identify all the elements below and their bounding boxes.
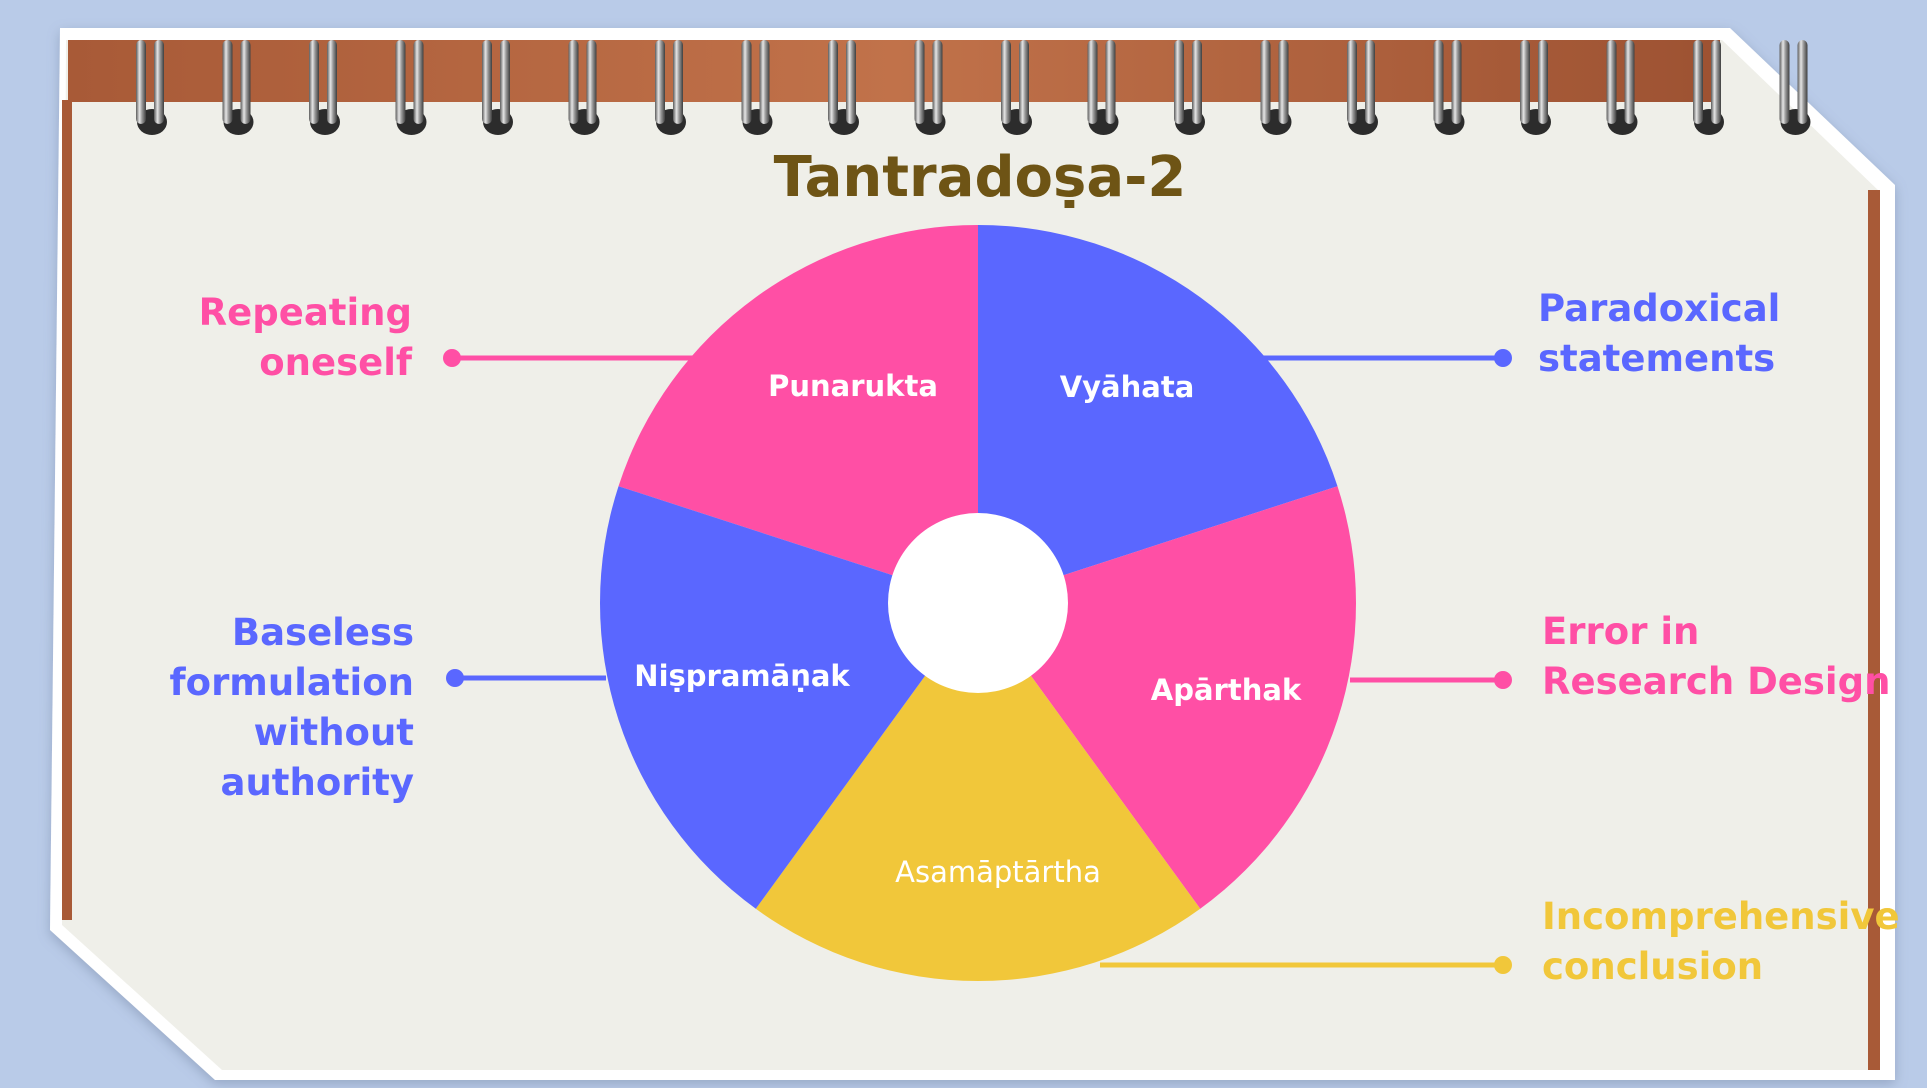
callout-repeating-line-2: oneself: [259, 341, 412, 384]
wood-right-edge: [1868, 190, 1880, 1070]
connector-dot-incomprehensive: [1494, 956, 1512, 974]
callout-incomprehensive: Incomprehensive conclusion: [1542, 892, 1900, 992]
pie-segment-vyahata: [978, 225, 1338, 603]
pie-segment-punarukta: [618, 225, 978, 603]
binding-ring: [482, 40, 513, 135]
diagram-title: Tantradoṣa-2: [773, 145, 1187, 210]
callout-paradoxical-line-2: statements: [1538, 337, 1776, 380]
callout-baseless: Baseless formulation without authority: [170, 608, 414, 808]
connector-dot-error: [1494, 671, 1512, 689]
binding-ring: [568, 40, 600, 135]
binding-ring: [1174, 40, 1205, 135]
spiral-binding: [136, 40, 1811, 135]
binding-ring: [1087, 40, 1119, 135]
binding-ring: [1347, 40, 1378, 135]
pie-segment-asamaptartha: [755, 603, 1201, 982]
segment-label-punarukta: Punarukta: [768, 369, 938, 403]
segment-label-nispramanak: Niṣpramāṇak: [634, 659, 850, 693]
callout-baseless-line-1: Baseless: [231, 611, 414, 654]
binding-ring: [741, 40, 773, 135]
binding-ring: [395, 40, 427, 135]
wood-left-edge: [62, 100, 72, 920]
binding-ring: [1606, 40, 1638, 135]
connector-dot-repeating: [443, 349, 461, 367]
callout-repeating-line-1: Repeating: [198, 291, 412, 334]
binding-ring: [1433, 40, 1465, 135]
callout-repeating: Repeating oneself: [199, 288, 412, 388]
binding-ring: [1260, 40, 1292, 135]
callout-paradoxical-line-1: Paradoxical: [1538, 287, 1781, 330]
binding-ring: [1779, 40, 1811, 135]
binding-ring: [1693, 40, 1724, 135]
callout-error: Error in Research Design: [1542, 607, 1890, 707]
binding-ring: [914, 40, 946, 135]
callout-incomprehensive-line-2: conclusion: [1542, 945, 1764, 988]
pie-segment-aparthak: [978, 486, 1356, 909]
segment-label-asamaptartha: Asamāptārtha: [895, 855, 1101, 889]
segment-label-aparthak: Apārthak: [1150, 673, 1302, 707]
binding-ring: [136, 40, 167, 135]
callout-baseless-line-3: without: [253, 711, 414, 754]
callout-error-line-2: Research Design: [1542, 660, 1891, 703]
callout-baseless-line-2: formulation: [169, 661, 414, 704]
callout-baseless-line-4: authority: [220, 761, 415, 804]
segment-label-vyahata: Vyāhata: [1059, 370, 1195, 404]
pie-wheel: [600, 225, 1356, 982]
pie-segment-nispramanak: [600, 486, 978, 909]
binding-ring: [1520, 40, 1551, 135]
connector-dot-baseless: [446, 669, 464, 687]
binding-ring: [828, 40, 859, 135]
wood-top-strip: [68, 40, 1720, 102]
binding-ring: [222, 40, 254, 135]
binding-ring: [309, 40, 340, 135]
callout-error-line-1: Error in: [1542, 610, 1700, 653]
pie-center-hole: [888, 513, 1068, 693]
connector-lines: [443, 349, 1512, 974]
callout-incomprehensive-line-1: Incomprehensive: [1542, 895, 1900, 938]
callout-paradoxical: Paradoxical statements: [1538, 284, 1780, 384]
connector-dot-paradoxical: [1494, 349, 1512, 367]
binding-ring: [1001, 40, 1032, 135]
binding-ring: [655, 40, 686, 135]
